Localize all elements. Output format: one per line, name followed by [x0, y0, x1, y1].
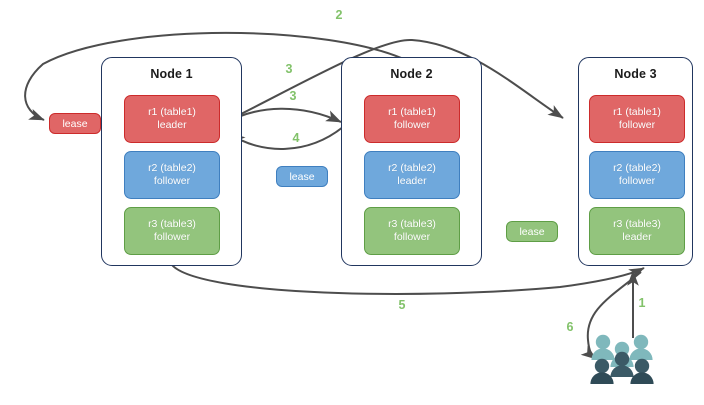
replica-role: follower: [153, 231, 191, 243]
step-label-3a: 3: [285, 62, 293, 76]
node-card-node2: Node 2 r1 (table1) follower r2 (table2) …: [341, 57, 482, 266]
step-label-6: 6: [566, 320, 574, 334]
replica-node2-r3[interactable]: r3 (table3) follower: [364, 207, 460, 255]
node-title-node2: Node 2: [390, 67, 433, 81]
step-label-4: 4: [292, 131, 300, 145]
replica-role: leader: [622, 231, 652, 243]
replica-node2-r2[interactable]: r2 (table2) leader: [364, 151, 460, 199]
replica-node2-r1[interactable]: r1 (table1) follower: [364, 95, 460, 143]
replica-node1-r2[interactable]: r2 (table2) follower: [124, 151, 220, 199]
replica-name: r3 (table3): [148, 218, 196, 230]
lease-label: lease: [519, 225, 545, 238]
lease-chip-r3[interactable]: lease: [506, 221, 558, 242]
step-label-3b: 3: [289, 89, 297, 103]
step-label-1: 1: [638, 296, 646, 310]
replica-node3-r1[interactable]: r1 (table1) follower: [589, 95, 685, 143]
lease-label: lease: [62, 117, 88, 130]
replica-role: follower: [393, 231, 431, 243]
replica-name: r1 (table1): [613, 106, 661, 118]
node-title-node1: Node 1: [150, 67, 193, 81]
replica-role: follower: [618, 175, 656, 187]
replica-name: r2 (table2): [148, 162, 196, 174]
replica-name: r3 (table3): [613, 218, 661, 230]
replica-name: r2 (table2): [388, 162, 436, 174]
replica-name: r1 (table1): [388, 106, 436, 118]
replica-node3-r2[interactable]: r2 (table2) follower: [589, 151, 685, 199]
replica-role: follower: [393, 119, 431, 131]
step-label-5: 5: [398, 298, 406, 312]
arrow-step-5: [171, 264, 645, 295]
lease-chip-r1[interactable]: lease: [49, 113, 101, 134]
replica-node3-r3[interactable]: r3 (table3) leader: [589, 207, 685, 255]
node-card-node3: Node 3 r1 (table1) follower r2 (table2) …: [578, 57, 693, 266]
replica-name: r2 (table2): [613, 162, 661, 174]
replica-node1-r3[interactable]: r3 (table3) follower: [124, 207, 220, 255]
replica-node1-r1[interactable]: r1 (table1) leader: [124, 95, 220, 143]
replica-role: leader: [157, 119, 187, 131]
step-label-2: 2: [335, 8, 343, 22]
users-group-icon: [590, 334, 654, 384]
replica-name: r1 (table1): [148, 106, 196, 118]
node-title-node3: Node 3: [614, 67, 657, 81]
replica-role: leader: [397, 175, 427, 187]
replica-role: follower: [618, 119, 656, 131]
node-card-node1: Node 1 r1 (table1) leader r2 (table2) fo…: [101, 57, 242, 266]
lease-label: lease: [289, 170, 315, 183]
lease-chip-r2[interactable]: lease: [276, 166, 328, 187]
arrow-step-4: [229, 126, 344, 150]
replica-name: r3 (table3): [388, 218, 436, 230]
replica-role: follower: [153, 175, 191, 187]
